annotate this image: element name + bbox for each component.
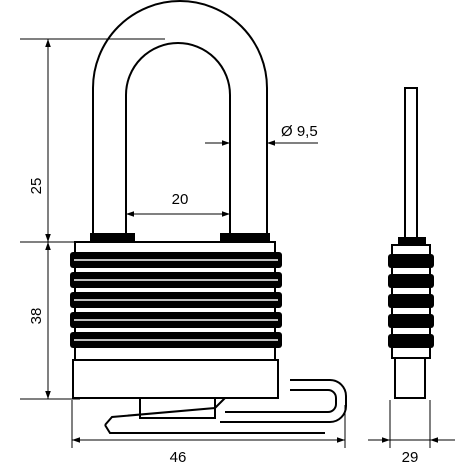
key-cover-lever-edge [104,424,325,434]
dimension-lines [20,38,455,448]
shackle-base-right [220,233,270,243]
side-shackle-base [398,237,426,245]
lock-bottom-housing [72,359,279,399]
dimension-labels: 25 38 20 Ø 9,5 46 29 [28,123,418,466]
label-shackle-inner-width: 20 [172,191,189,208]
side-shackle [404,87,418,244]
side-ring [388,254,434,268]
shackle-base-left [90,233,135,243]
hook-inner [225,389,337,413]
bumper-rings [70,252,282,348]
shackle-outer [92,0,268,237]
label-shackle-diameter: Ø 9,5 [281,123,318,140]
side-bottom [394,357,426,399]
label-shackle-height: 25 [28,178,45,195]
shackle-inner [125,42,231,237]
side-ring [388,334,434,348]
label-body-height: 38 [28,308,45,325]
label-body-depth: 29 [402,449,419,466]
padlock-side-view [388,87,434,399]
side-ring [388,314,434,328]
side-ring [388,274,434,288]
padlock-front-view [70,0,347,434]
label-body-width: 46 [170,449,187,466]
side-ring [388,294,434,308]
hook-outer [220,379,347,423]
key-cover-lever [104,397,226,426]
